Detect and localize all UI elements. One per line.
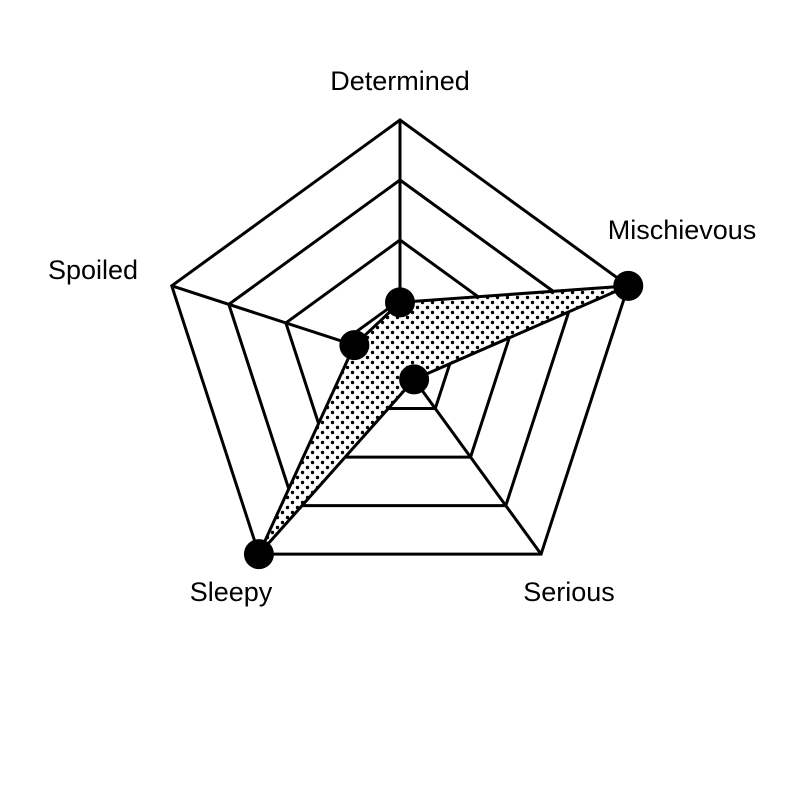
data-point-serious bbox=[399, 364, 430, 395]
data-point-sleepy bbox=[243, 539, 274, 570]
grid-ring-3 bbox=[227, 178, 573, 508]
axis-label-serious: Serious bbox=[523, 577, 615, 607]
axis-label-spoiled: Spoiled bbox=[48, 255, 138, 285]
data-point-determined bbox=[385, 287, 415, 318]
grid-ring-4 bbox=[169, 118, 631, 556]
grid-spoke-serious bbox=[398, 359, 543, 556]
axis-label-sleepy: Sleepy bbox=[190, 577, 273, 607]
data-point-mischievous bbox=[613, 270, 644, 301]
radar-axis-labels: Determined Mischievous Serious Sleepy Sp… bbox=[48, 66, 756, 607]
axis-label-mischievous: Mischievous bbox=[608, 215, 757, 245]
radar-markers bbox=[243, 270, 644, 570]
data-point-spoiled bbox=[339, 330, 370, 361]
axis-label-determined: Determined bbox=[330, 66, 470, 96]
